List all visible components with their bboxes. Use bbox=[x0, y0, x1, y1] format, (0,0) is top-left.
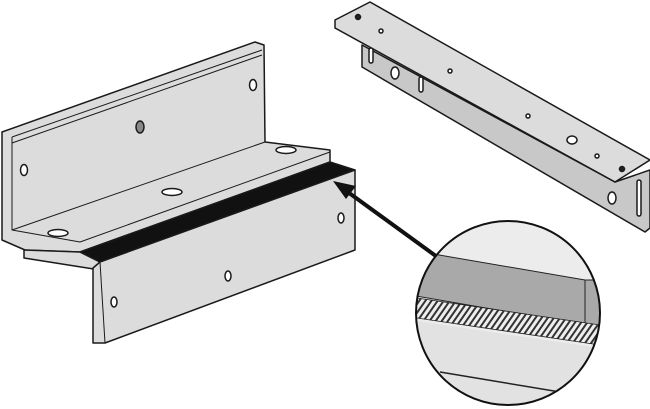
l-bracket bbox=[1, 41, 331, 253]
hole-icon bbox=[135, 120, 145, 134]
slot-icon bbox=[636, 179, 642, 217]
hole-icon bbox=[390, 66, 400, 80]
magnifier-callout bbox=[415, 220, 601, 406]
hole-icon bbox=[594, 153, 600, 159]
hole-icon bbox=[224, 270, 232, 282]
zoomed-gasket-teeth bbox=[416, 296, 600, 346]
hole-icon bbox=[19, 163, 29, 177]
hole-icon bbox=[110, 296, 118, 308]
hole-icon bbox=[378, 28, 384, 34]
hole-icon bbox=[618, 165, 626, 173]
l-bracket-back bbox=[1, 41, 331, 253]
hole-icon bbox=[447, 68, 453, 74]
slot-icon bbox=[368, 47, 374, 64]
z-bracket bbox=[23, 161, 356, 344]
hole-icon bbox=[337, 212, 345, 224]
hole-icon bbox=[275, 145, 297, 155]
slot-icon bbox=[418, 76, 424, 93]
hole-icon bbox=[248, 78, 258, 92]
hole-icon bbox=[354, 13, 362, 21]
mounting-plate bbox=[334, 1, 650, 233]
hole-icon bbox=[525, 113, 531, 119]
hole-icon bbox=[47, 228, 69, 238]
hole-icon bbox=[566, 135, 578, 145]
hole-icon bbox=[607, 191, 617, 205]
hole-icon bbox=[161, 187, 183, 197]
